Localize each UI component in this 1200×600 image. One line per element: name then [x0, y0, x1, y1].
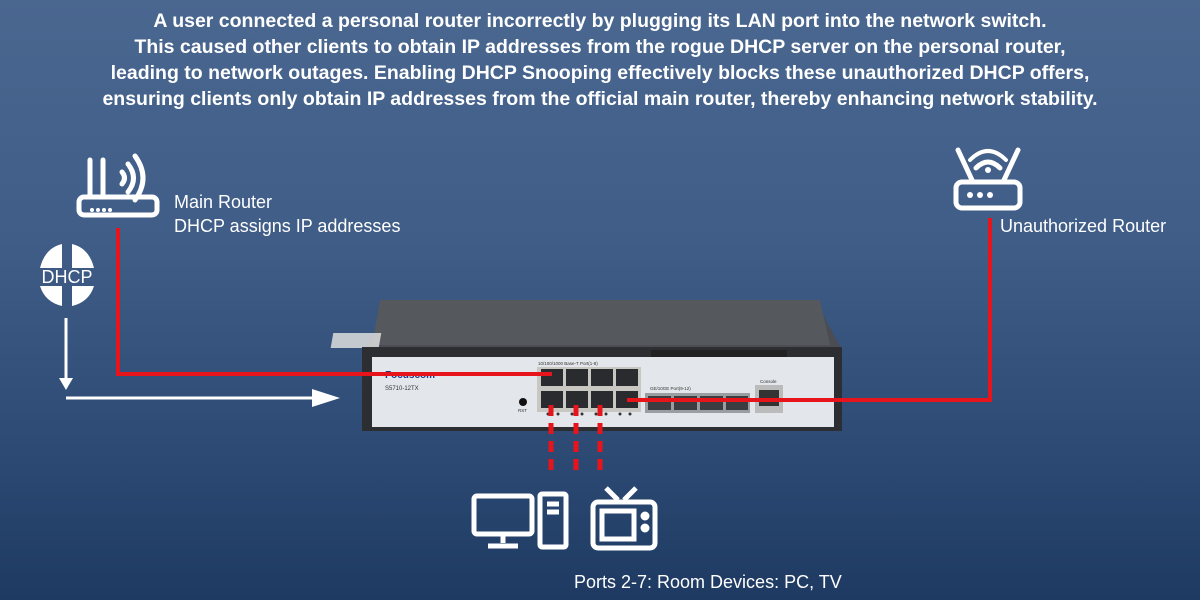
tv-icon	[590, 486, 658, 551]
device-links	[548, 405, 603, 472]
main-router-icon	[76, 153, 160, 218]
dhcp-flow-arrow	[59, 318, 340, 407]
console-label: Console	[760, 379, 777, 384]
description-line: leading to network outages. Enabling DHC…	[110, 62, 1090, 84]
description-line: ensuring clients only obtain IP addresse…	[102, 88, 1098, 110]
description-text: A user connected a personal router incor…	[0, 8, 1200, 112]
description-line: This caused other clients to obtain IP a…	[134, 36, 1066, 58]
network-switch	[330, 300, 842, 431]
dhcp-globe-icon	[40, 244, 94, 306]
main-router-link	[116, 228, 552, 376]
sfp-ports-label: GE/10GE Port(9-12)	[650, 386, 691, 391]
dhcp-badge: DHCP	[41, 267, 92, 287]
unauthorized-router-icon	[953, 147, 1023, 211]
rogue-router-link	[627, 218, 992, 402]
main-router-title: Main Router	[174, 192, 273, 212]
switch-sticker	[330, 333, 382, 348]
main-router-subtitle: DHCP assigns IP addresses	[174, 216, 401, 236]
copper-ports-label: 10/100/1000 Base-T Port(1-8)	[538, 361, 598, 366]
main-router-label: Main Router DHCP assigns IP addresses	[174, 190, 400, 238]
switch-model: S5710-12TX	[385, 386, 419, 392]
description-line: A user connected a personal router incor…	[153, 10, 1047, 32]
reset-button	[519, 398, 527, 406]
devices-label: Ports 2-7: Room Devices: PC, TV	[574, 572, 842, 592]
unauthorized-router-label: Unauthorized Router	[1000, 216, 1167, 236]
pc-icon	[471, 491, 569, 550]
reset-label: RST	[518, 408, 527, 413]
